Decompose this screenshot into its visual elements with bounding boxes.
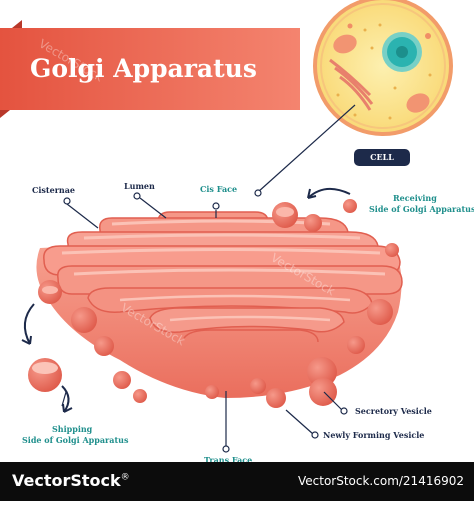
page-title: Golgi Apparatus bbox=[30, 54, 257, 83]
label-shipping-2: Side of Golgi Apparatus bbox=[22, 435, 129, 445]
label-cisternae: Cisternae bbox=[32, 185, 75, 195]
cell-connector-dot bbox=[254, 189, 262, 197]
label-lumen: Lumen bbox=[124, 181, 155, 191]
arrows bbox=[21, 187, 351, 413]
leader-dots bbox=[63, 192, 348, 453]
label-cis-face: Cis Face bbox=[200, 184, 238, 194]
cell-connector-line bbox=[257, 104, 356, 193]
footer-logo[interactable]: VectorStock® bbox=[12, 471, 130, 490]
label-receiving-1: Receiving bbox=[393, 193, 437, 203]
receiving-arrow bbox=[307, 187, 351, 199]
label-receiving-2: Side of Golgi Apparatus bbox=[369, 204, 474, 214]
cell-illustration bbox=[313, 0, 453, 136]
shipping-arrow-top bbox=[23, 303, 35, 345]
footer-brand: VectorStock bbox=[12, 471, 121, 490]
label-trans-face: Trans Face bbox=[204, 455, 253, 465]
label-secretory-vesicle: Secretory Vesicle bbox=[355, 406, 432, 416]
label-shipping-1: Shipping bbox=[52, 424, 93, 434]
label-newly-forming-vesicle: Newly Forming Vesicle bbox=[323, 430, 425, 440]
leader-lines bbox=[61, 197, 343, 447]
cell-badge: CELL bbox=[354, 149, 410, 166]
title-banner bbox=[0, 20, 300, 118]
shipping-arrow-bottom bbox=[61, 385, 70, 413]
footer-url[interactable]: VectorStock.com/21416902 bbox=[297, 474, 464, 488]
footer-brand-mark: ® bbox=[120, 472, 130, 483]
golgi-body bbox=[36, 211, 403, 398]
vesicles bbox=[28, 199, 399, 408]
footer-bar: VectorStock® VectorStock.com/21416902 bbox=[0, 462, 474, 501]
